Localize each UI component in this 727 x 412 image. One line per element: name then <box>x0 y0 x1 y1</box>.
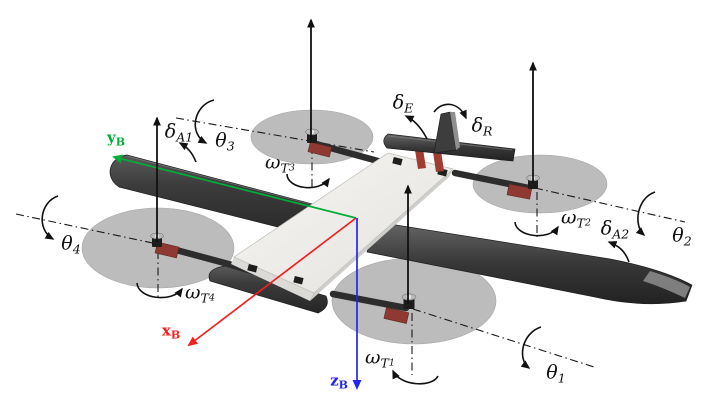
rotor4-tilt-arrow <box>41 195 59 240</box>
vertical-fin-edge <box>450 112 460 150</box>
elevator-deflection-label: δE <box>392 91 414 116</box>
tail-mount-post <box>433 151 444 172</box>
aileron2-deflection-label: δA2 <box>600 217 630 242</box>
tail-mount-post <box>415 149 426 169</box>
rotor2-tilt-arrow <box>635 191 656 237</box>
x-axis-arrow <box>187 217 357 347</box>
y-axis-arrow <box>112 154 357 219</box>
rotor3-hub <box>305 128 319 143</box>
rotor1-spin-arrow <box>392 369 439 385</box>
rotor1-hub <box>401 293 417 309</box>
body-axes <box>112 154 362 390</box>
body-z-axis-label: zB <box>330 371 348 392</box>
body-y-axis-label: yB <box>106 128 126 149</box>
aileron1-deflection-label: δA1 <box>164 120 194 145</box>
rudder-deflection-label: δR <box>471 114 493 139</box>
rotor2-speed-label: ωT2 <box>561 206 591 231</box>
rotor2-spin-arrow <box>514 221 559 237</box>
aileron2-deflection-arrow <box>607 241 630 263</box>
rotor3-spin-arrow <box>286 173 330 189</box>
rotor1-tilt-axis-line <box>412 308 595 368</box>
rudder-deflection-arrow <box>433 103 467 120</box>
right-wingtip-highlight <box>643 271 690 298</box>
rotor1-boom <box>329 290 410 312</box>
rotor1-tilt-angle-label: θ1 <box>546 361 566 386</box>
rotor4-tilt-angle-label: θ4 <box>61 232 81 257</box>
annotation-arrows <box>41 99 656 385</box>
thrust-arrows <box>153 18 537 304</box>
velcro-square <box>293 276 304 285</box>
rotor4-spin-arrow <box>136 282 183 299</box>
rotor1-speed-label: ωT1 <box>365 346 395 371</box>
rotor1-motor-mount <box>383 307 410 324</box>
fuselage-side-face <box>310 169 453 301</box>
tilt-axis-lines <box>15 117 686 375</box>
center-wing-section <box>208 265 328 314</box>
rotor3-speed-label: ωT3 <box>265 151 295 176</box>
rotor2-motor-mount <box>506 183 533 200</box>
rotor1-tilt-arrow <box>520 326 542 369</box>
rotor3-tilt-arrow <box>194 99 215 144</box>
fuselage-plate <box>233 152 454 294</box>
rotor4-speed-label: ωT4 <box>185 281 215 306</box>
airframe <box>109 111 693 324</box>
velcro-square <box>392 157 403 166</box>
right-wing <box>366 221 693 305</box>
body-x-axis-label: xB <box>161 321 181 342</box>
rotor3-motor-mount <box>307 141 333 158</box>
aileron1-deflection-arrow <box>178 142 197 163</box>
rotor2-disc <box>472 154 608 214</box>
rotor2-tilt-axis-line <box>534 187 686 223</box>
tail-assembly <box>383 111 516 172</box>
elevator-deflection-arrow <box>404 115 428 140</box>
rotor3-tilt-axis-line <box>175 117 375 153</box>
rotor3-tilt-angle-label: θ3 <box>215 129 235 154</box>
rotor2-tilt-angle-label: θ2 <box>672 224 692 249</box>
velcro-square <box>247 264 258 273</box>
left-wing-highlight <box>126 155 349 215</box>
